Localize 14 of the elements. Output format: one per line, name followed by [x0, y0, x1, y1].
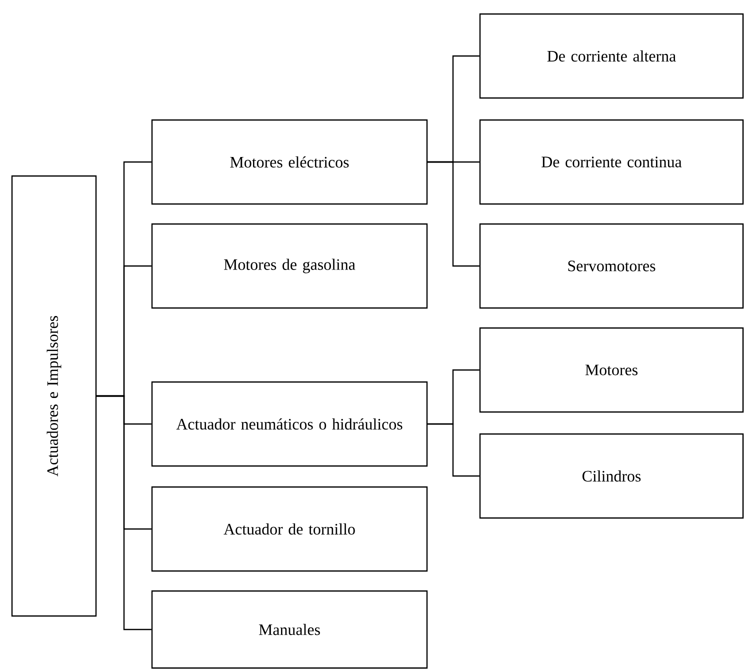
connector-line [428, 161, 480, 267]
box: Actuador de tornillo [151, 486, 428, 572]
box: Actuador neumáticos o hidráulicos [151, 381, 428, 467]
box: Motores eléctricos [151, 119, 428, 205]
box: Motores de gasolina [151, 223, 428, 309]
box: Manuales [151, 590, 428, 669]
connector-line [96, 395, 152, 630]
box: De corriente continua [479, 119, 744, 205]
connector-line [428, 423, 480, 477]
box: Cilindros [479, 433, 744, 519]
box: Actuadores e Impulsores [11, 175, 97, 617]
box: Servomotores [479, 223, 744, 309]
box: Motores [479, 327, 744, 413]
box: De corriente alterna [479, 13, 744, 99]
